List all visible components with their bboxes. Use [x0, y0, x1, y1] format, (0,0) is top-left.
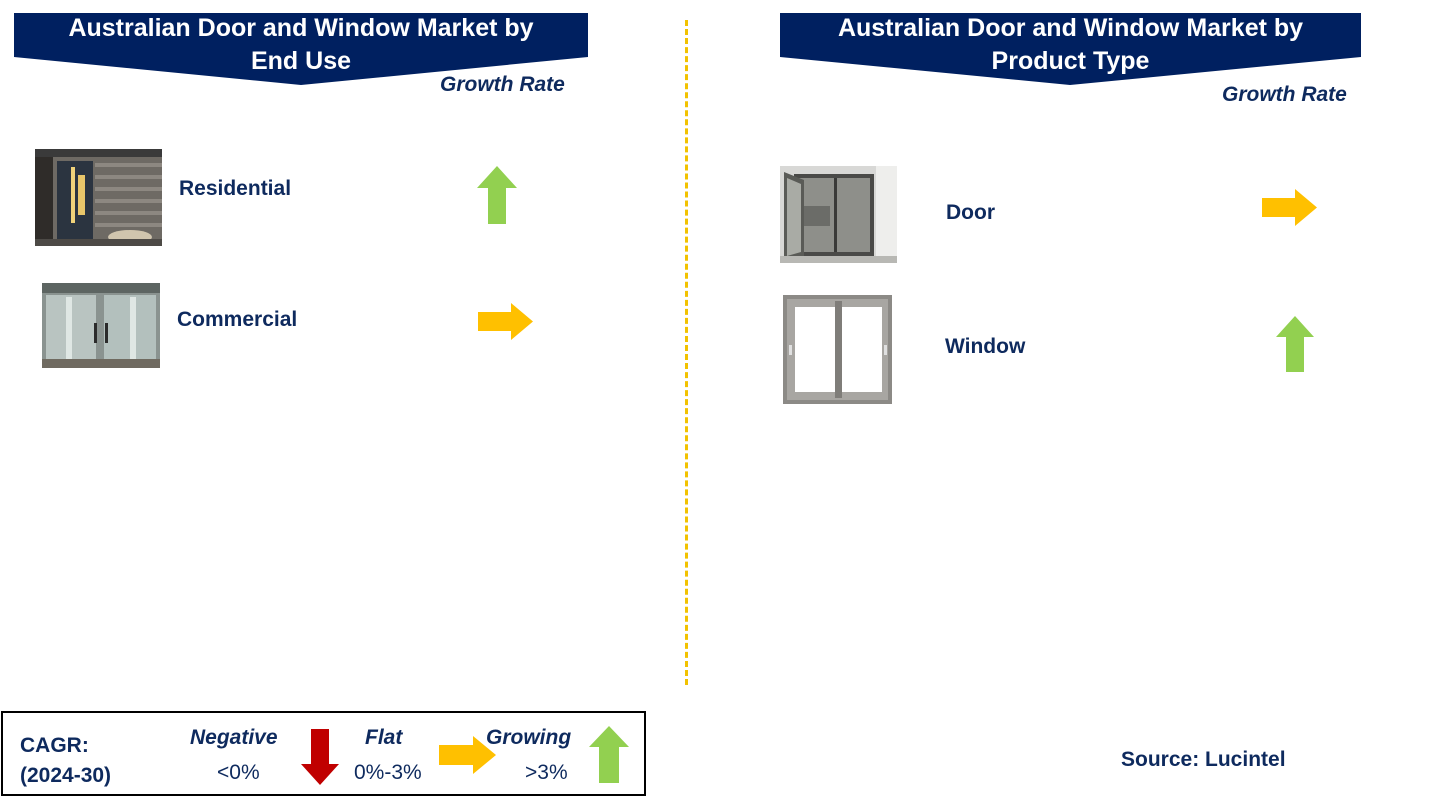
end-use-item-residential: Residential	[179, 177, 292, 200]
end-use-growth-rate-label: Growth Rate	[440, 73, 565, 96]
cagr-legend: CAGR: (2024-30) Negative <0% Flat 0%-3% …	[1, 711, 646, 796]
product-type-title: Australian Door and Window Market by Pro…	[780, 12, 1361, 78]
legend-flat-label: Flat	[365, 726, 403, 749]
product-type-item-door: Door	[946, 201, 995, 224]
end-use-title-line1: Australian Door and Window Market by	[68, 14, 534, 42]
commercial-flat-arrow-icon	[478, 303, 533, 340]
product-type-title-line1: Australian Door and Window Market by	[837, 14, 1304, 42]
banner-shape	[780, 13, 1361, 85]
legend-flat-range: 0%-3%	[354, 761, 422, 784]
arrow-down-icon	[301, 729, 339, 785]
product-type-item-window: Window	[945, 335, 1026, 358]
legend-growing-range: >3%	[525, 761, 568, 784]
legend-title-line2: (2024-30)	[20, 764, 112, 787]
legend-negative-range: <0%	[217, 761, 260, 784]
commercial-door-image	[42, 283, 160, 368]
legend-title: CAGR: (2024-30)	[20, 731, 111, 791]
window-growing-arrow-icon	[1276, 316, 1314, 372]
product-type-growth-rate-label: Growth Rate	[1222, 83, 1347, 106]
product-type-title-line2: Product Type	[991, 47, 1150, 75]
banner-shape	[14, 13, 588, 85]
arrow-right-icon	[439, 736, 496, 774]
door-image	[780, 166, 897, 263]
door-flat-arrow-icon	[1262, 189, 1317, 226]
panel-divider	[685, 20, 688, 685]
end-use-item-commercial: Commercial	[177, 308, 298, 331]
end-use-title-banner: Australian Door and Window Market by End…	[14, 13, 588, 85]
arrow-up-icon	[589, 726, 629, 783]
source-label: Source: Lucintel	[1121, 748, 1286, 771]
legend-negative-label: Negative	[190, 726, 278, 749]
residential-growing-arrow-icon	[477, 166, 517, 224]
window-image	[783, 295, 892, 404]
product-type-title-banner: Australian Door and Window Market by Pro…	[780, 13, 1361, 85]
legend-title-line1: CAGR:	[20, 734, 89, 757]
end-use-title-line2: End Use	[250, 47, 352, 75]
legend-growing-label: Growing	[486, 726, 572, 749]
residential-door-image	[35, 149, 162, 246]
end-use-title: Australian Door and Window Market by End…	[14, 12, 588, 78]
